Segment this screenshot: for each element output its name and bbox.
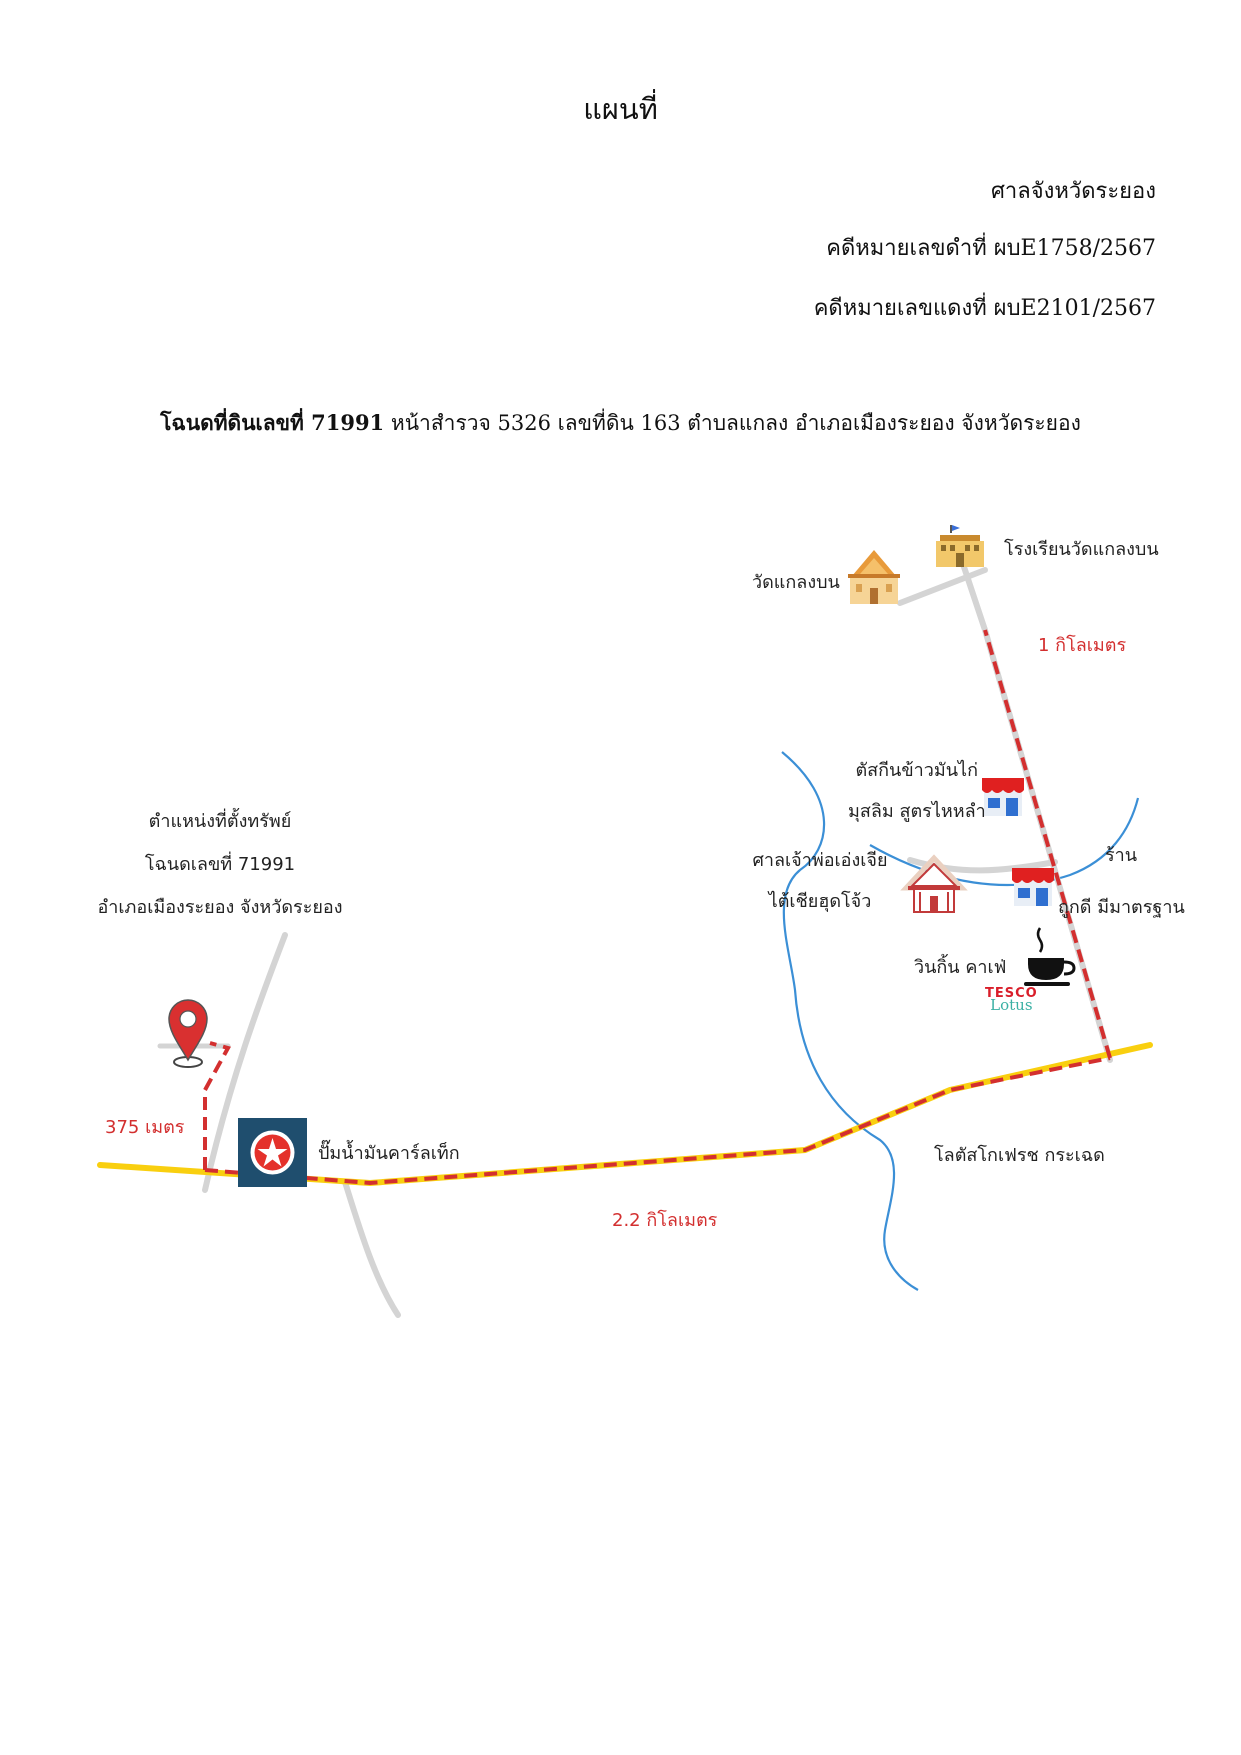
shop-label-line2: ถูกดี มีมาตรฐาน: [1058, 897, 1185, 918]
rice-shop-label-line2: มุสลิม สูตรไหหลำ: [848, 801, 986, 823]
deed-number: โฉนดที่ดินเลขที่ 71991: [160, 410, 385, 435]
road-south: [342, 1179, 401, 1318]
page-title: แผนที่: [583, 92, 658, 126]
deed-details: หน้าสำรวจ 5326 เลขที่ดิน 163 ตำบลแกลง อำ…: [384, 411, 1081, 435]
shrine-icon: [900, 854, 968, 913]
property-label-line1: ตำแหน่งที่ตั้งทรัพย์: [148, 811, 292, 832]
shop-label-line1: ร้าน: [1105, 845, 1138, 866]
temple-icon: [848, 550, 900, 604]
shrine-label-line2: ไต้เชียฮุดโจ้ว: [768, 891, 872, 913]
map-pin-icon: [168, 999, 208, 1068]
black-case-number: คดีหมายเลขดำที่ ผบE1758/2567: [826, 236, 1156, 261]
distance-1km: 1 กิโลเมตร: [1038, 635, 1127, 656]
court-name: ศาลจังหวัดระยอง: [990, 179, 1156, 204]
location-map: TESCO Lotus ตำแหน่งที่ตั้งทรัพย์ โฉนดเลข…: [0, 500, 1241, 1360]
route-main: [204, 1056, 1111, 1186]
property-label: ตำแหน่งที่ตั้งทรัพย์ โฉนดเลขที่ 71991 อำ…: [80, 800, 360, 930]
rice-shop-icon: [982, 778, 1024, 816]
route-north: [983, 629, 1112, 1059]
road-west-north: [202, 932, 288, 1193]
caltex-logo-icon: [238, 1118, 307, 1187]
lotus-label: โลตัสโกเฟรช กระเฉด: [934, 1145, 1105, 1166]
route-property: [203, 1041, 231, 1170]
road-temple: [897, 567, 988, 606]
rice-shop-label-line1: ตัสกีนข้าวมันไก่: [855, 760, 978, 781]
rice-shop-label: ตัสกีนข้าวมันไก่ มุสลิม สูตรไหหลำ: [848, 750, 986, 833]
property-label-line2: โฉนดเลขที่ 71991: [144, 854, 296, 876]
school-label: โรงเรียนวัดแกลงบน: [1004, 539, 1159, 560]
distance-375m: 375 เมตร: [105, 1117, 185, 1138]
cafe-label: วินกิ้น คาเฟ่: [914, 957, 1007, 978]
temple-label: วัดแกลงบน: [752, 572, 840, 593]
tesco-lotus-logo: TESCO Lotus: [985, 987, 1038, 1013]
property-label-line3: อำเภอเมืองระยอง จังหวัดระยอง: [97, 897, 343, 919]
lotus-wordmark: Lotus: [990, 996, 1033, 1014]
distance-2-2km: 2.2 กิโลเมตร: [612, 1210, 718, 1231]
river-west: [781, 751, 919, 1291]
school-icon: [936, 525, 984, 567]
red-case-number: คดีหมายเลขแดงที่ ผบE2101/2567: [813, 296, 1156, 321]
coffee-cup-icon: [1024, 927, 1076, 986]
shrine-label-line1: ศาลเจ้าพ่อเอ่งเจีย: [752, 850, 888, 871]
tesco-wordmark: TESCO: [985, 986, 1038, 1001]
shop-icon: [1012, 868, 1054, 906]
deed-description: โฉนดที่ดินเลขที่ 71991 หน้าสำรวจ 5326 เล…: [0, 407, 1241, 440]
map-graphic: [97, 525, 1153, 1318]
shrine-label: ศาลเจ้าพ่อเอ่งเจีย ไต้เชียฮุดโจ้ว: [745, 840, 895, 923]
gas-station-label: ปั๊มน้ำมันคาร์ลเท็ก: [318, 1143, 460, 1164]
